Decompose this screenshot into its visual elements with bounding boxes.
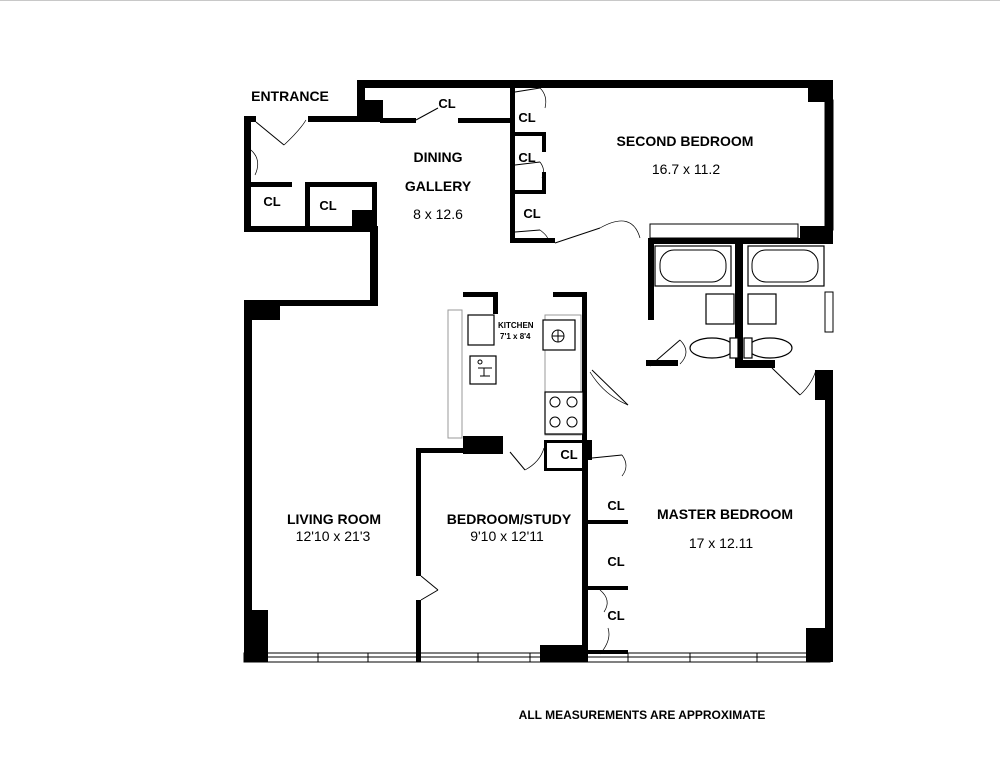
kitchen-label: KITCHEN	[498, 321, 534, 330]
kitchen-size: 7'1 x 8'4	[500, 332, 531, 341]
second-bedroom-closet-3-label: CL	[523, 206, 540, 221]
master-closet-3-label: CL	[607, 608, 624, 623]
master-closet-2-label: CL	[607, 554, 624, 569]
kitchen-fixtures	[447, 309, 584, 439]
measurements-note: ALL MEASUREMENTS ARE APPROXIMATE	[519, 708, 766, 722]
master-closet-1-label: CL	[607, 498, 624, 513]
exterior-walls	[243, 80, 834, 663]
master-bedroom-size: 17 x 12.11	[689, 535, 754, 551]
top-border-line	[0, 0, 1000, 1]
dining-gallery-label-line2: GALLERY	[405, 178, 472, 194]
entrance-closet-1-label: CL	[263, 194, 280, 209]
living-room-label: LIVING ROOM	[287, 511, 381, 527]
interior-walls	[380, 88, 833, 662]
second-bedroom-size: 16.7 x 11.2	[652, 161, 720, 177]
master-bedroom-label: MASTER BEDROOM	[657, 506, 793, 522]
entrance-label: ENTRANCE	[251, 88, 329, 104]
bedroom-study-size: 9'10 x 12'11	[470, 528, 544, 544]
door-swings	[250, 87, 817, 655]
bedroom-study-label: BEDROOM/STUDY	[447, 511, 572, 527]
second-bedroom-label: SECOND BEDROOM	[617, 133, 754, 149]
kitchen-closet-label: CL	[560, 447, 577, 462]
living-room-size: 12'10 x 21'3	[296, 528, 371, 544]
entrance-closet-2-label: CL	[319, 198, 336, 213]
dining-gallery-size: 8 x 12.6	[413, 206, 463, 222]
second-bedroom-closet-2-label: CL	[518, 150, 535, 165]
dining-closet-label: CL	[438, 96, 455, 111]
second-bedroom-closet-1-label: CL	[518, 110, 535, 125]
bathroom-fixtures	[654, 245, 825, 359]
dining-gallery-label-line1: DINING	[414, 149, 463, 165]
